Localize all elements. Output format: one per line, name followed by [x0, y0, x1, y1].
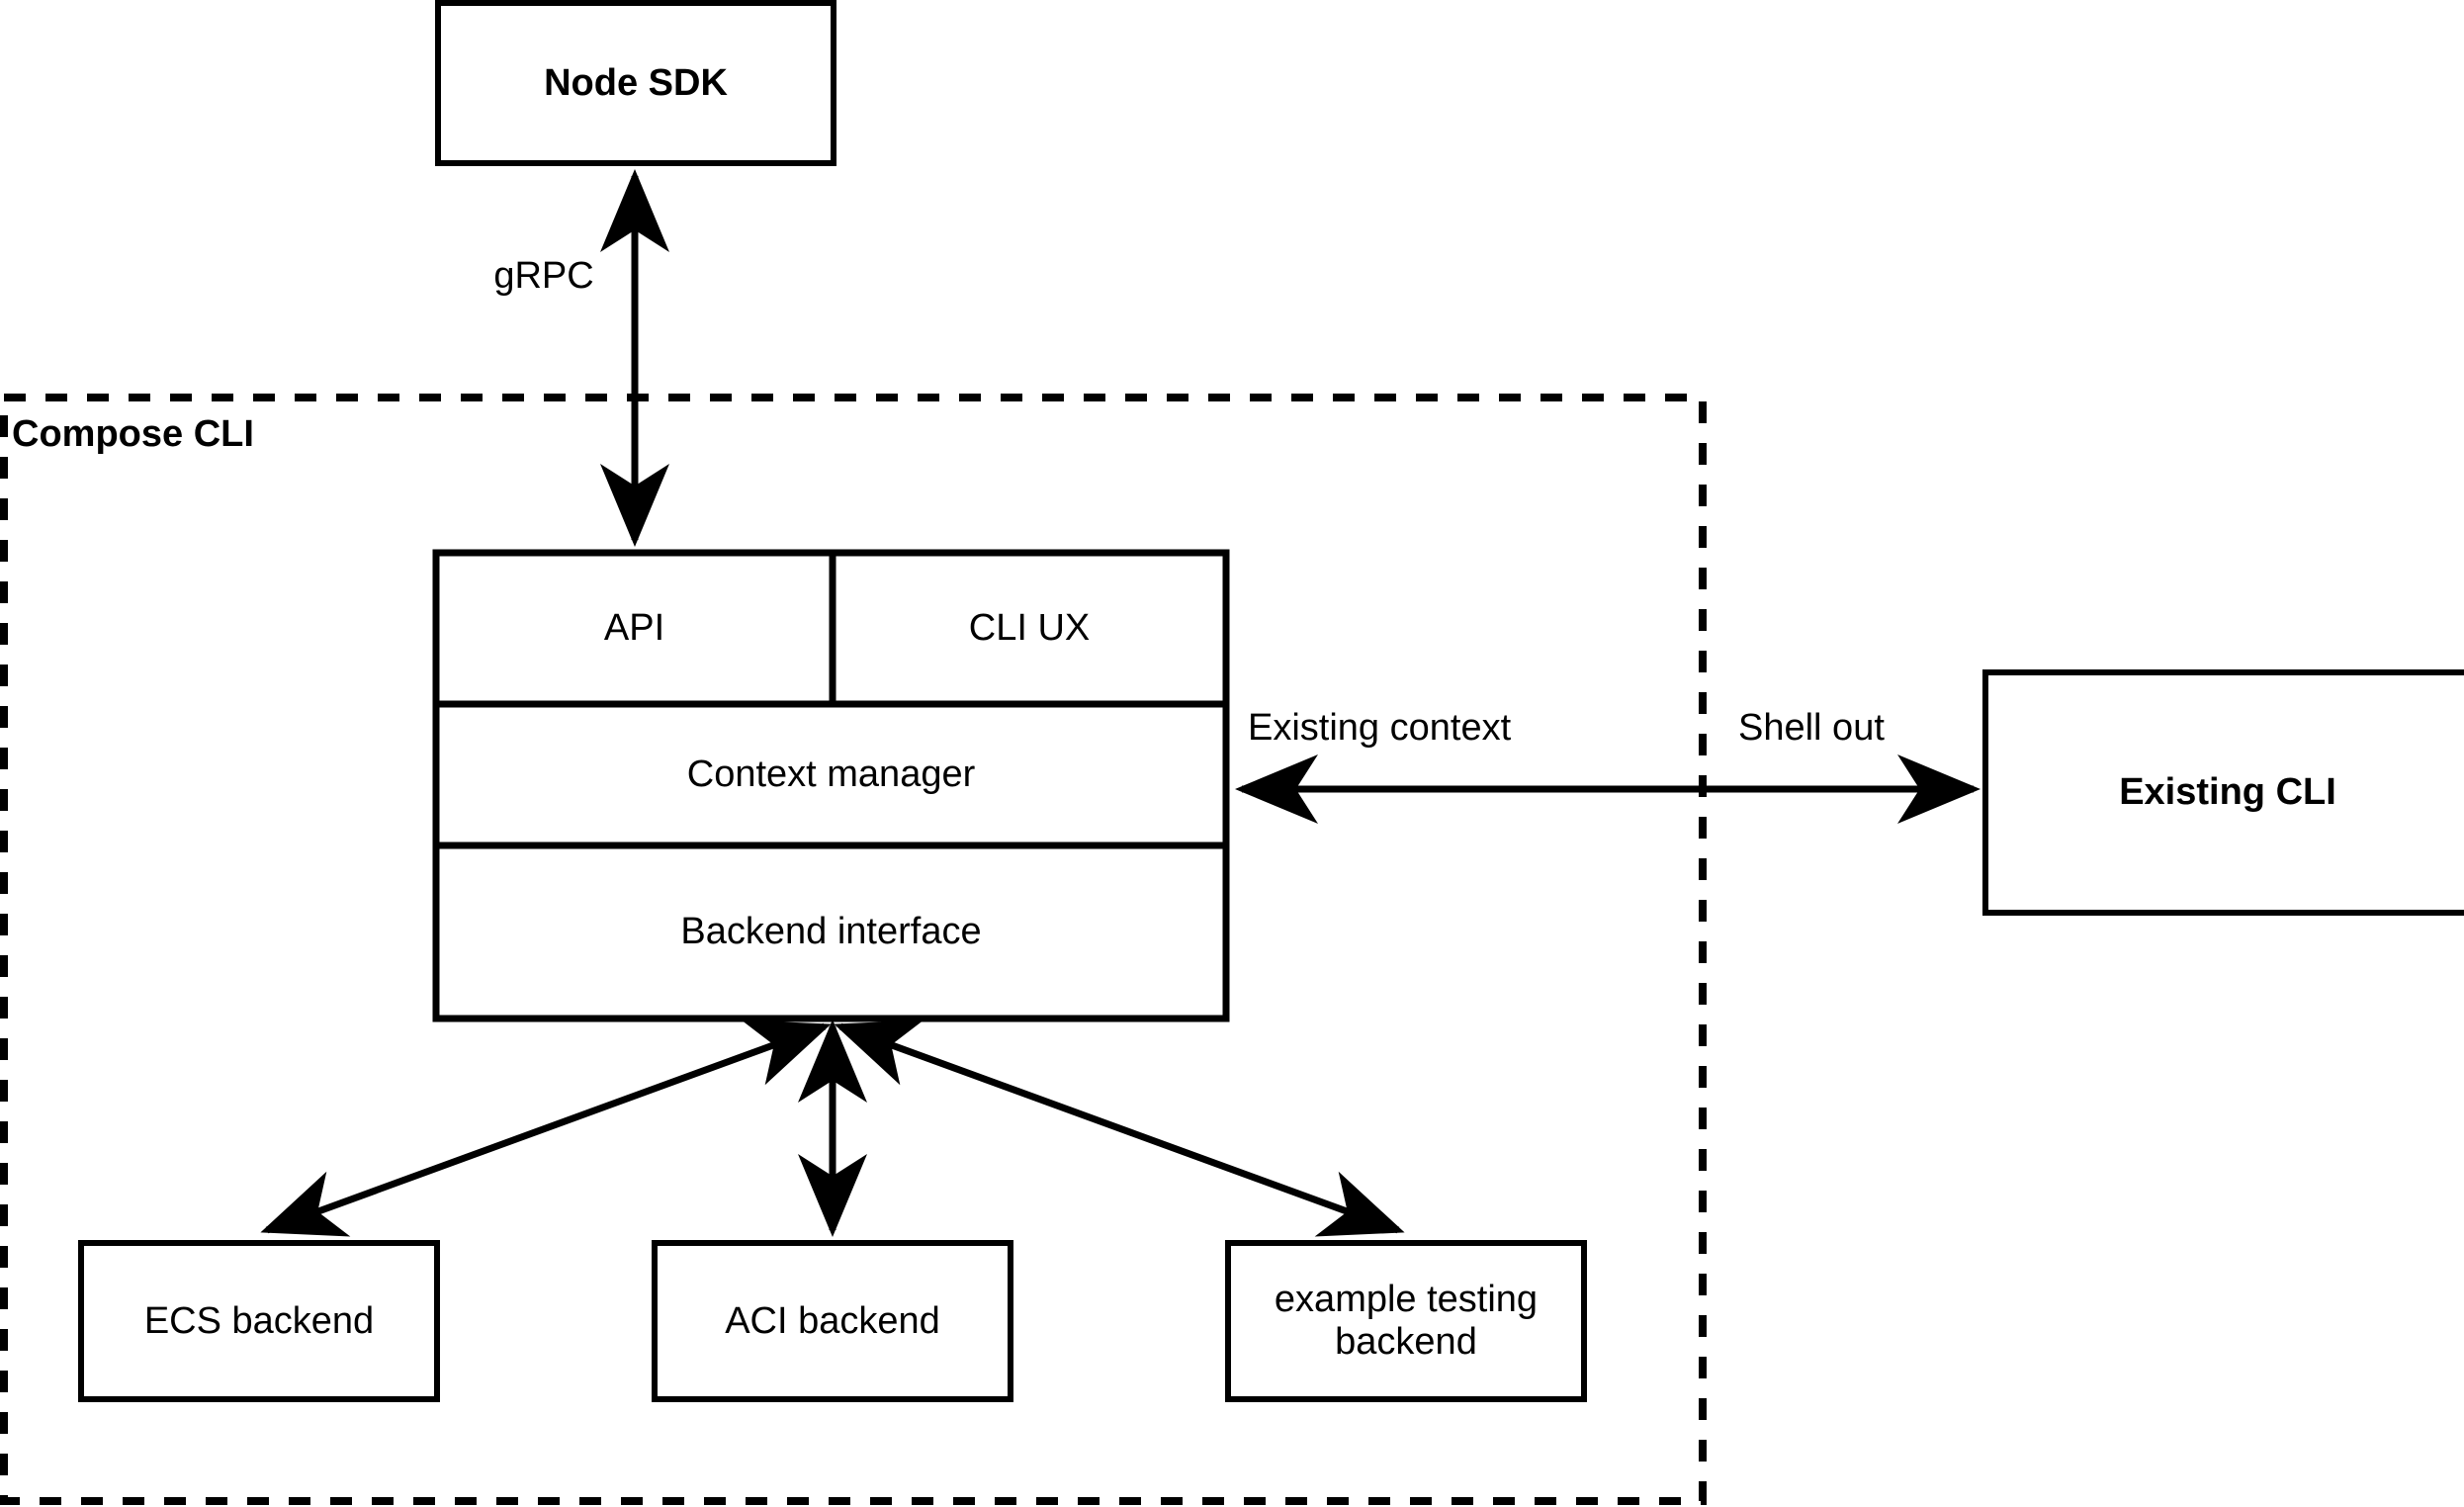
edge-backend-example-arrow: [834, 1019, 1405, 1237]
compose-cli-boundary: [0, 394, 1707, 1505]
example-testing-backend-box[interactable]: [1225, 1240, 1587, 1402]
aci-backend-box[interactable]: [652, 1240, 1013, 1402]
existing-cli-box[interactable]: [1982, 669, 2464, 916]
ecs-backend-box[interactable]: [78, 1240, 440, 1402]
edge-backend-ecs-arrow: [260, 1019, 832, 1237]
node-sdk-box[interactable]: [435, 0, 836, 166]
